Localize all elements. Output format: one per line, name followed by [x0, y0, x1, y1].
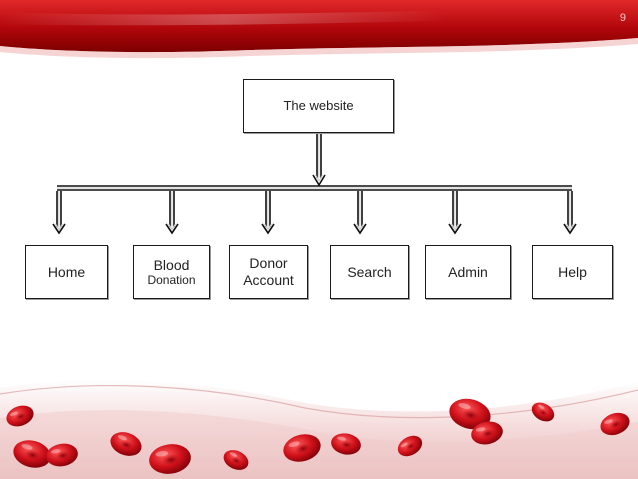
branch-arrow-search — [353, 190, 367, 234]
branch-arrow-help — [563, 190, 577, 234]
horizontal-bar — [57, 185, 572, 191]
node-home-label: Home — [47, 263, 86, 280]
node-the-website: The website — [243, 79, 394, 133]
node-donor-account: Donor Account — [229, 245, 308, 299]
branch-arrow-donor — [261, 190, 275, 234]
blood-cells-decoration — [0, 379, 638, 479]
node-blood-donation-line-2: Donation — [147, 273, 196, 288]
node-blood-donation-line-1: Blood — [153, 256, 190, 273]
node-help: Help — [532, 245, 613, 299]
node-donor-account-line-2: Account — [243, 272, 294, 288]
branch-arrow-home — [52, 190, 66, 234]
node-admin-label: Admin — [448, 263, 488, 280]
top-banner — [0, 0, 638, 59]
node-admin: Admin — [425, 245, 511, 299]
slide-number: 9 — [619, 12, 626, 24]
node-donor-account-line-1: Donor — [249, 255, 288, 272]
node-home: Home — [25, 245, 108, 299]
node-search: Search — [330, 245, 409, 299]
node-help-label: Help — [558, 263, 587, 280]
branch-arrow-blood — [165, 190, 179, 234]
trunk-arrow — [312, 134, 326, 187]
node-blood-donation: Blood Donation — [133, 245, 210, 299]
node-the-website-label: The website — [283, 98, 354, 114]
branch-arrow-admin — [448, 190, 462, 234]
node-search-label: Search — [347, 263, 392, 280]
